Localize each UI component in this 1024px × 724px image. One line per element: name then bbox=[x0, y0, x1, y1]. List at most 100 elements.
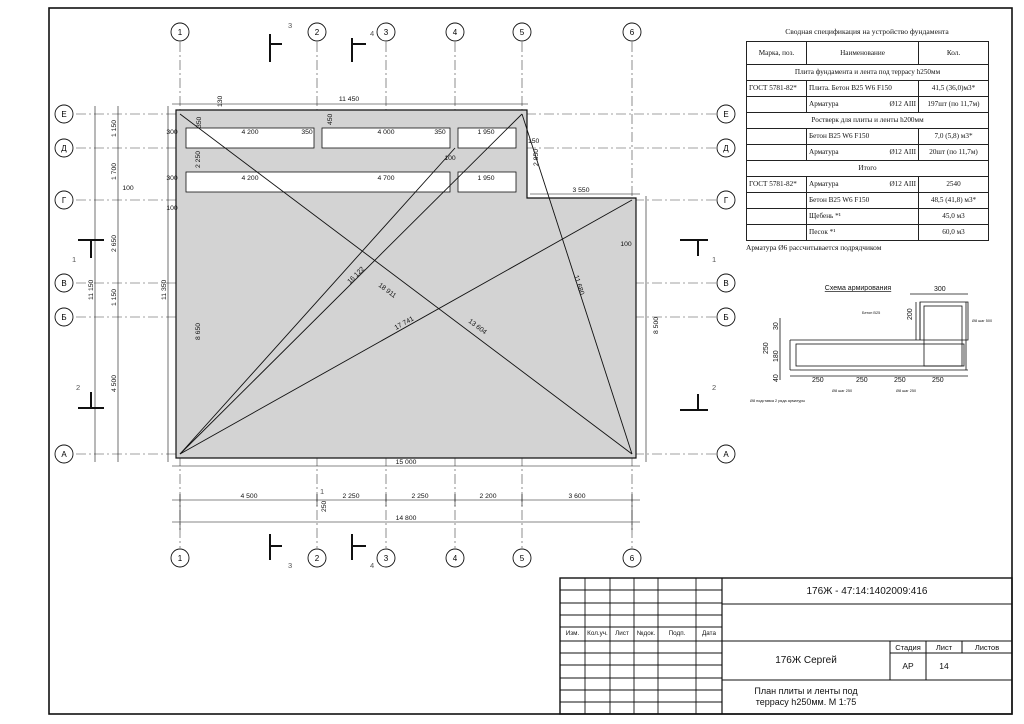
axis-col-bottom-2: 2 bbox=[315, 554, 320, 563]
dim-room-bottom-3: 4 700 bbox=[377, 175, 394, 182]
spec-section-title: Итого bbox=[746, 159, 989, 177]
section-num-3-bottom: 3 bbox=[288, 561, 292, 570]
spec-name-text: Арматура bbox=[809, 100, 839, 109]
section-num-3-top: 3 bbox=[288, 21, 292, 30]
axis-row-left-4: Б bbox=[61, 313, 66, 322]
axis-row-right-1-circle bbox=[716, 138, 736, 158]
spec-head-qty: Кол. bbox=[918, 40, 989, 65]
section-num-1-left: 1 bbox=[72, 255, 76, 264]
axis-row-left-3-circle bbox=[54, 273, 74, 293]
axis-col-top-2-circle bbox=[307, 22, 327, 42]
axis-row-left-3: В bbox=[61, 279, 66, 288]
spec-quantity: 20шт (по 11,7м) bbox=[918, 143, 989, 161]
dim-top-inner-1: 130 bbox=[217, 95, 224, 107]
spec-mark bbox=[746, 127, 807, 145]
scheme-label-step250-b: Ø8 шаг 250 bbox=[896, 389, 916, 393]
scheme-dim-250-a: 250 bbox=[812, 377, 824, 384]
axis-col-bottom-1: 1 bbox=[178, 554, 183, 563]
dim-side-3: 100 bbox=[122, 185, 134, 192]
axis-col-bottom-2-circle bbox=[307, 548, 327, 568]
dim-left-5: 4 500 bbox=[111, 375, 118, 392]
dim-bottom-2: 2 250 bbox=[342, 493, 359, 500]
axis-row-left-0-circle bbox=[54, 104, 74, 124]
dim-step-width: 3 550 bbox=[572, 187, 589, 194]
axis-col-bottom-1-circle bbox=[170, 548, 190, 568]
sheet-value: 14 bbox=[939, 661, 949, 671]
dim-room-top-2: 350 bbox=[301, 129, 313, 136]
axis-row-right-5-circle bbox=[716, 444, 736, 464]
foundation-specification: Сводная спецификация на устройство фунда… bbox=[746, 27, 989, 252]
scheme-dim-250-v: 250 bbox=[763, 342, 770, 354]
dim-bottom-small: 250 bbox=[321, 500, 328, 512]
axis-col-top-3: 3 bbox=[384, 28, 389, 37]
spec-caption: Сводная спецификация на устройство фунда… bbox=[785, 27, 949, 36]
spec-table: Марка, поз. Наименование Кол. Плита фунд… bbox=[746, 40, 989, 241]
axis-col-bottom-3-circle bbox=[376, 548, 396, 568]
spec-mark bbox=[746, 95, 807, 113]
spec-body: Плита фундамента и лента под террасу h25… bbox=[746, 63, 989, 241]
spec-head-mark: Марка, поз. bbox=[746, 40, 807, 65]
spec-name-text: Песок *¹ bbox=[809, 228, 836, 237]
axis-row-left-4-circle bbox=[54, 307, 74, 327]
dim-room-top-3: 4 000 bbox=[377, 129, 394, 136]
stage-label: Стадия bbox=[895, 642, 921, 652]
axis-row-right-1: Д bbox=[723, 144, 729, 153]
scheme-dim-180: 180 bbox=[773, 350, 780, 362]
spec-item-name-wrap: Щебень *¹ bbox=[809, 212, 916, 220]
dim-inner-v-1: 2 250 bbox=[195, 151, 202, 168]
axis-row-left-5-circle bbox=[54, 444, 74, 464]
spec-mark: ГОСТ 5781-82* bbox=[746, 79, 807, 97]
dim-left-1: 1 150 bbox=[111, 120, 118, 137]
spec-quantity: 60,0 м3 bbox=[918, 223, 989, 241]
spec-item-row: Песок *¹ 60,0 м3 bbox=[746, 223, 989, 241]
scheme-dim-40: 40 bbox=[773, 374, 780, 382]
axis-row-right-2-circle bbox=[716, 190, 736, 210]
dim-room-top-1: 4 200 bbox=[241, 129, 258, 136]
axis-row-right-0-circle bbox=[716, 104, 736, 124]
section-num-2-left: 2 bbox=[76, 383, 80, 392]
title-block-lines bbox=[559, 577, 1013, 715]
scheme-dim-250-b: 250 bbox=[856, 377, 868, 384]
dim-side-2: 100 bbox=[166, 205, 178, 212]
sheet-label: Лист bbox=[935, 642, 953, 652]
axis-col-top-1-circle bbox=[170, 22, 190, 42]
section-num-2-right: 2 bbox=[712, 383, 716, 392]
axis-row-right-3: В bbox=[723, 279, 728, 288]
spec-quantity: 7,0 (5,8) м3* bbox=[918, 127, 989, 145]
dim-top-total: 11 450 bbox=[339, 96, 360, 103]
spec-item-name: Песок *¹ bbox=[806, 223, 919, 241]
axis-row-right-0: Е bbox=[723, 110, 728, 119]
dim-room-bottom-4: 1 950 bbox=[477, 175, 494, 182]
scheme-label-concrete: Бетон B25 bbox=[862, 311, 880, 315]
spec-section-title: Плита фундамента и лента под террасу h25… bbox=[746, 63, 989, 81]
dim-bottom-3: 2 250 bbox=[411, 493, 428, 500]
dimension-lines bbox=[94, 103, 647, 530]
header-list: Лист bbox=[615, 630, 629, 637]
dim-left-4: 1 150 bbox=[111, 289, 118, 306]
spec-item-name-wrap: Песок *¹ bbox=[809, 228, 916, 236]
spec-mark bbox=[746, 143, 807, 161]
sheets-label: Листов bbox=[974, 642, 1000, 652]
spec-item-name-wrap: Бетон B25 W6 F150 bbox=[809, 196, 916, 204]
scheme-title: Схема армирования bbox=[825, 285, 892, 292]
spec-quantity: 41,5 (36,0)м3* bbox=[918, 79, 989, 97]
spec-item-name: Плита. Бетон B25 W6 F150 bbox=[806, 79, 919, 97]
spec-section-row: Плита фундамента и лента под террасу h25… bbox=[746, 63, 989, 81]
dim-room-bottom-2: 4 200 bbox=[241, 175, 258, 182]
spec-quantity: 2540 bbox=[918, 175, 989, 193]
spec-mark: ГОСТ 5781-82* bbox=[746, 175, 807, 193]
section-cuts bbox=[78, 34, 708, 560]
axis-col-bottom-4-circle bbox=[445, 548, 465, 568]
axis-col-top-5-circle bbox=[512, 22, 532, 42]
spec-item-name: Бетон B25 W6 F150 bbox=[806, 191, 919, 209]
axis-col-top-6-circle bbox=[622, 22, 642, 42]
